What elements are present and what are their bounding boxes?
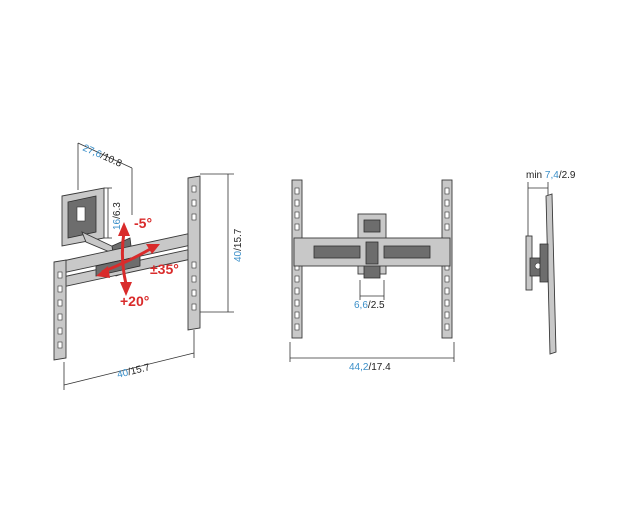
plate-width-label: 6,6/2.5 <box>354 300 385 311</box>
tilt-down-label: +20° <box>120 293 149 309</box>
side-bracket-clamp <box>539 243 549 283</box>
side-view: min 7,4/2.9 <box>525 170 576 355</box>
right-vertical-bracket <box>187 175 201 331</box>
arm-depth-dimension-line <box>77 142 133 169</box>
tilt-down-arrowhead <box>120 282 132 296</box>
min-depth-label: min 7,4/2.9 <box>526 170 576 181</box>
arm-height-label: 16/6.3 <box>112 202 123 230</box>
front-wall-plate-top <box>363 219 381 233</box>
front-rail-right-slot <box>383 245 431 259</box>
front-right-holes <box>444 187 450 331</box>
front-left-holes <box>294 187 300 331</box>
panel-height-label: 40/15.7 <box>233 228 244 262</box>
front-width-label: 44,2/17.4 <box>349 362 391 373</box>
swivel-label: ±35° <box>150 261 179 277</box>
right-bracket-holes <box>191 185 197 311</box>
rotation-arrows <box>96 222 160 296</box>
tilt-up-label: -5° <box>134 215 152 231</box>
side-vertical-bracket <box>545 193 557 355</box>
left-vertical-bracket <box>53 259 67 361</box>
width-dimension-line <box>63 352 195 386</box>
left-bracket-holes <box>57 271 63 349</box>
left-view: 27,6/10.8 16/6.3 <box>53 142 244 390</box>
swivel-left-arrowhead <box>96 266 110 278</box>
swivel-right-arrowhead <box>146 244 160 254</box>
front-rail-left-slot <box>313 245 361 259</box>
front-rail-center <box>365 241 379 265</box>
wall-plate-hole <box>76 206 86 222</box>
tilt-arrow <box>120 231 128 285</box>
front-view: 6,6/2.5 44,2/17.4 <box>289 179 455 373</box>
tilt-up-arrowhead <box>118 222 130 236</box>
arm-depth-label: 27,6/10.8 <box>81 143 124 170</box>
width-label: 40/15.7 <box>116 362 151 381</box>
